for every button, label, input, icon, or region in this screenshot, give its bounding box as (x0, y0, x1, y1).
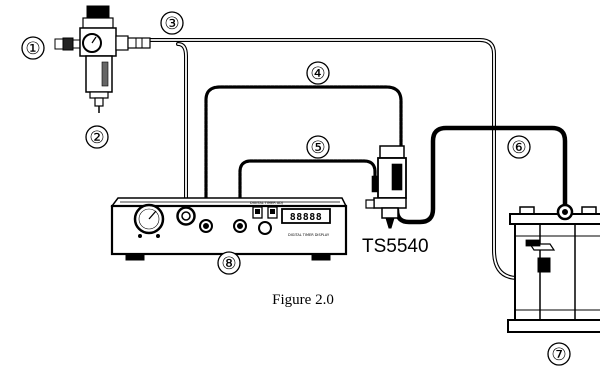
air-filter-regulator (54, 5, 151, 113)
panel-label-left: DIGITAL TIMER ADJ (250, 201, 283, 205)
model-label: TS5540 (362, 236, 429, 257)
callout-5: ⑤ (310, 138, 325, 158)
material-hose (394, 125, 568, 225)
valve-signal-hose (238, 159, 377, 216)
air-line-to-reservoir (148, 38, 544, 280)
display-digits: 88888 (290, 212, 323, 223)
callout-7: ⑦ (551, 345, 566, 365)
callouts: ① ② ③ ④ ⑤ ⑥ ⑦ ⑧ (21, 11, 571, 366)
controller-unit (110, 197, 348, 261)
reservoir-tank (507, 203, 600, 333)
callout-4: ④ (310, 64, 325, 84)
air-line-to-controller (176, 42, 188, 212)
valve-air-hose (204, 85, 403, 214)
digital-display (281, 208, 331, 224)
callout-2: ② (89, 128, 104, 148)
callout-1: ① (25, 39, 40, 59)
callout-3: ③ (164, 14, 179, 34)
callout-8: ⑧ (221, 254, 236, 274)
panel-label-right: DIGITAL TIMER DISPLAY (288, 233, 330, 237)
dispense-valve (365, 145, 407, 229)
timer-knob (258, 221, 272, 235)
callout-6: ⑥ (511, 138, 526, 158)
hoses (148, 38, 568, 280)
figure-caption: Figure 2.0 (272, 292, 334, 308)
